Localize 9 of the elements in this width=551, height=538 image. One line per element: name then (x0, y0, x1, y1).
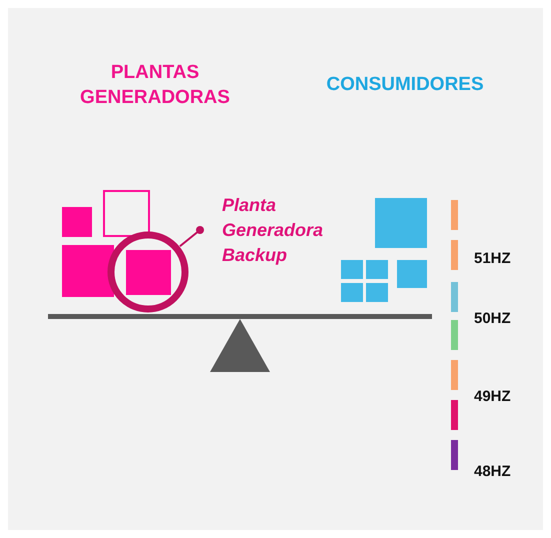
callout-text: Planta Generadora Backup (222, 193, 342, 268)
frequency-label: 51HZ (474, 249, 512, 269)
frequency-label: 48HZ (474, 462, 512, 482)
frequency-label: 50HZ (474, 309, 512, 329)
frequency-label: 49HZ (474, 387, 512, 407)
leader-line (179, 226, 204, 248)
heading: CONSUMIDORES (325, 73, 485, 97)
magnifier-circle (108, 232, 188, 312)
heading: PLANTAS GENERADORAS (79, 61, 231, 110)
